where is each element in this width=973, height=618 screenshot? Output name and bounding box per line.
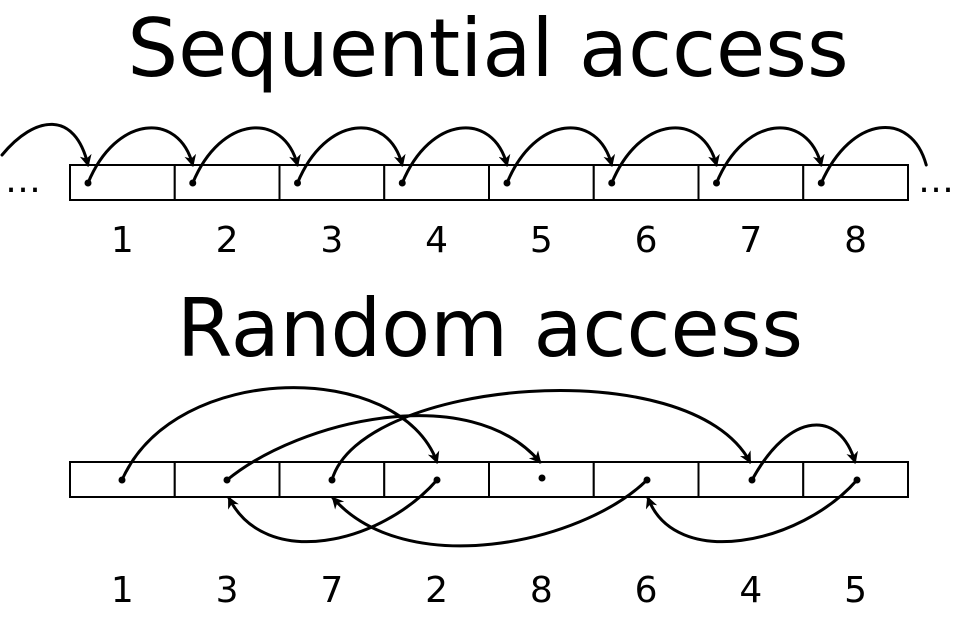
random-arrow [750,423,858,482]
random-arrows [118,386,861,548]
random-label: 4 [739,570,762,611]
sequential-ellipsis-right: … [918,160,954,201]
sequential-label: 8 [844,220,867,261]
sequential-label: 2 [216,220,239,261]
random-label: 8 [530,570,553,611]
sequential-arrow [400,126,511,185]
random-label: 3 [216,570,239,611]
random-arrow [227,478,439,544]
sequential-arrow [296,126,406,185]
sequential-label: 5 [530,220,553,261]
sequential-label: 6 [635,220,658,261]
sequential-ellipsis-left: … [5,160,41,201]
sequential-access-title: Sequential access [127,2,848,95]
random-access-section: Random access 1 3 7 2 8 6 4 5 [69,282,909,611]
random-arrow [120,386,440,482]
random-arrow [645,478,859,544]
sequential-access-section: Sequential access … … 1 2 3 4 5 6 7 8 [0,2,954,261]
sequential-arrows [0,122,928,187]
random-label: 5 [844,570,867,611]
random-cells [69,461,909,498]
sequential-arrow [191,126,301,185]
sequential-arrow-in [0,122,92,167]
sequential-arrow [715,126,825,185]
sequential-label: 3 [320,220,343,261]
sequential-arrow [86,126,197,185]
random-label: 2 [425,570,448,611]
random-arrow [330,389,752,482]
random-label: 1 [111,570,134,611]
sequential-label: 1 [111,220,134,261]
random-label: 7 [320,570,343,611]
random-pointer-dot [538,474,546,482]
sequential-arrow [610,126,720,185]
sequential-arrow [505,126,616,185]
random-labels: 1 3 7 2 8 6 4 5 [111,570,867,611]
sequential-label: 4 [425,220,448,261]
random-arrow [331,478,649,548]
random-arrow [225,414,542,482]
sequential-labels: 1 2 3 4 5 6 7 8 [111,220,867,261]
random-cell [69,461,176,498]
random-label: 6 [635,570,658,611]
sequential-label: 7 [739,220,762,261]
sequential-arrow-out [819,126,928,185]
sequential-cell [592,164,700,201]
random-access-title: Random access [177,282,803,375]
